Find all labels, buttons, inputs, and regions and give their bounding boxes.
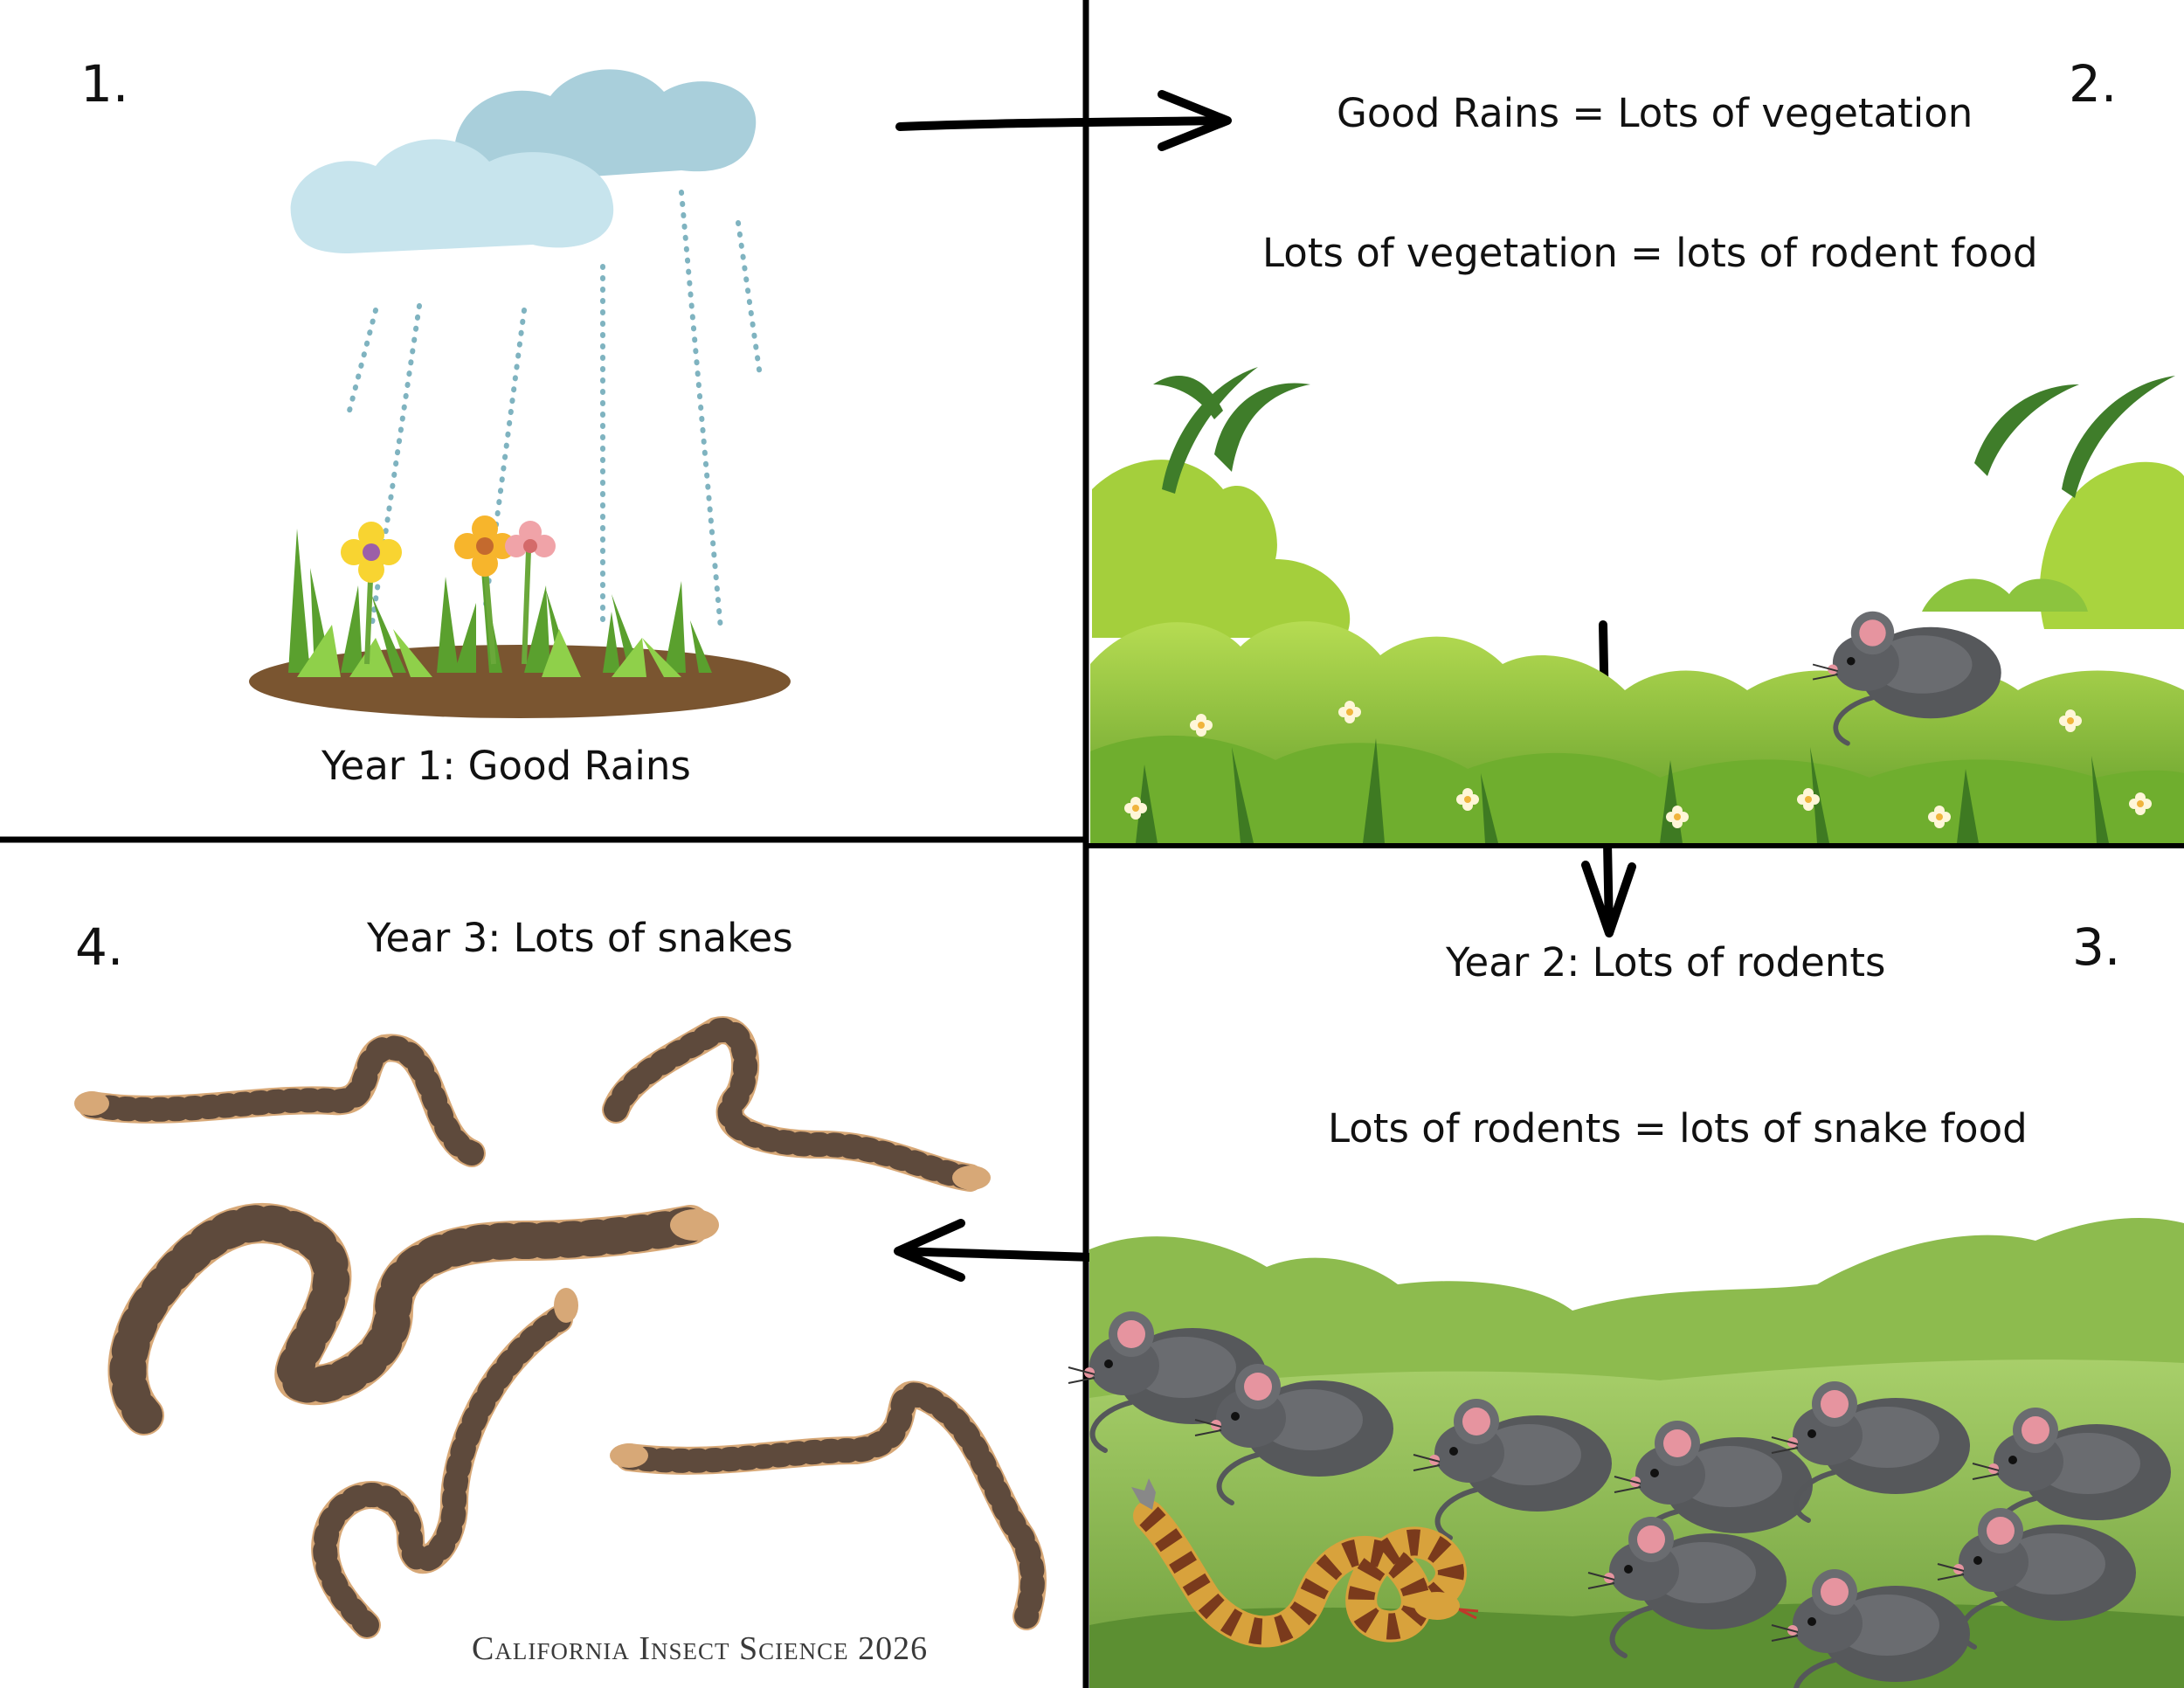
rodent-meadow-illustration [1068,1218,2184,1688]
panel-1-caption: Year 1: Good Rains [321,743,691,789]
panel-2-number: 2. [2069,54,2118,114]
rain-drops [347,190,763,632]
panel-2-text-2: Lots of vegetation = lots of rodent food [1262,230,2038,276]
panel-3-text-1: Year 2: Lots of rodents [1446,939,1886,986]
snake-icon [610,1380,1047,1630]
panel-4-caption: Year 3: Lots of snakes [367,915,793,961]
snakes-illustration [74,1016,1047,1639]
panel-1-number: 1. [80,54,129,114]
credit-text: California Insect Science 2026 [472,1630,929,1667]
rattlesnake-icon [1131,1478,1479,1648]
snake-icon [107,1203,719,1435]
snake-icon [74,1034,486,1167]
rain-scene-illustration [249,69,791,718]
panel-2-text-1: Good Rains = Lots of vegetation [1337,90,1973,136]
snake-icon [602,1016,991,1192]
snake-icon [311,1288,578,1639]
panel-4-number: 4. [75,917,124,977]
panel-3-text-2: Lots of rodents = lots of snake food [1328,1105,2028,1152]
panel-3-number: 3. [2072,917,2121,977]
rain-cloud-icon [290,69,757,253]
flower-patch-icon [249,515,791,718]
arrow-icon [895,90,1232,151]
vegetation-scene-illustration [1090,367,2184,843]
